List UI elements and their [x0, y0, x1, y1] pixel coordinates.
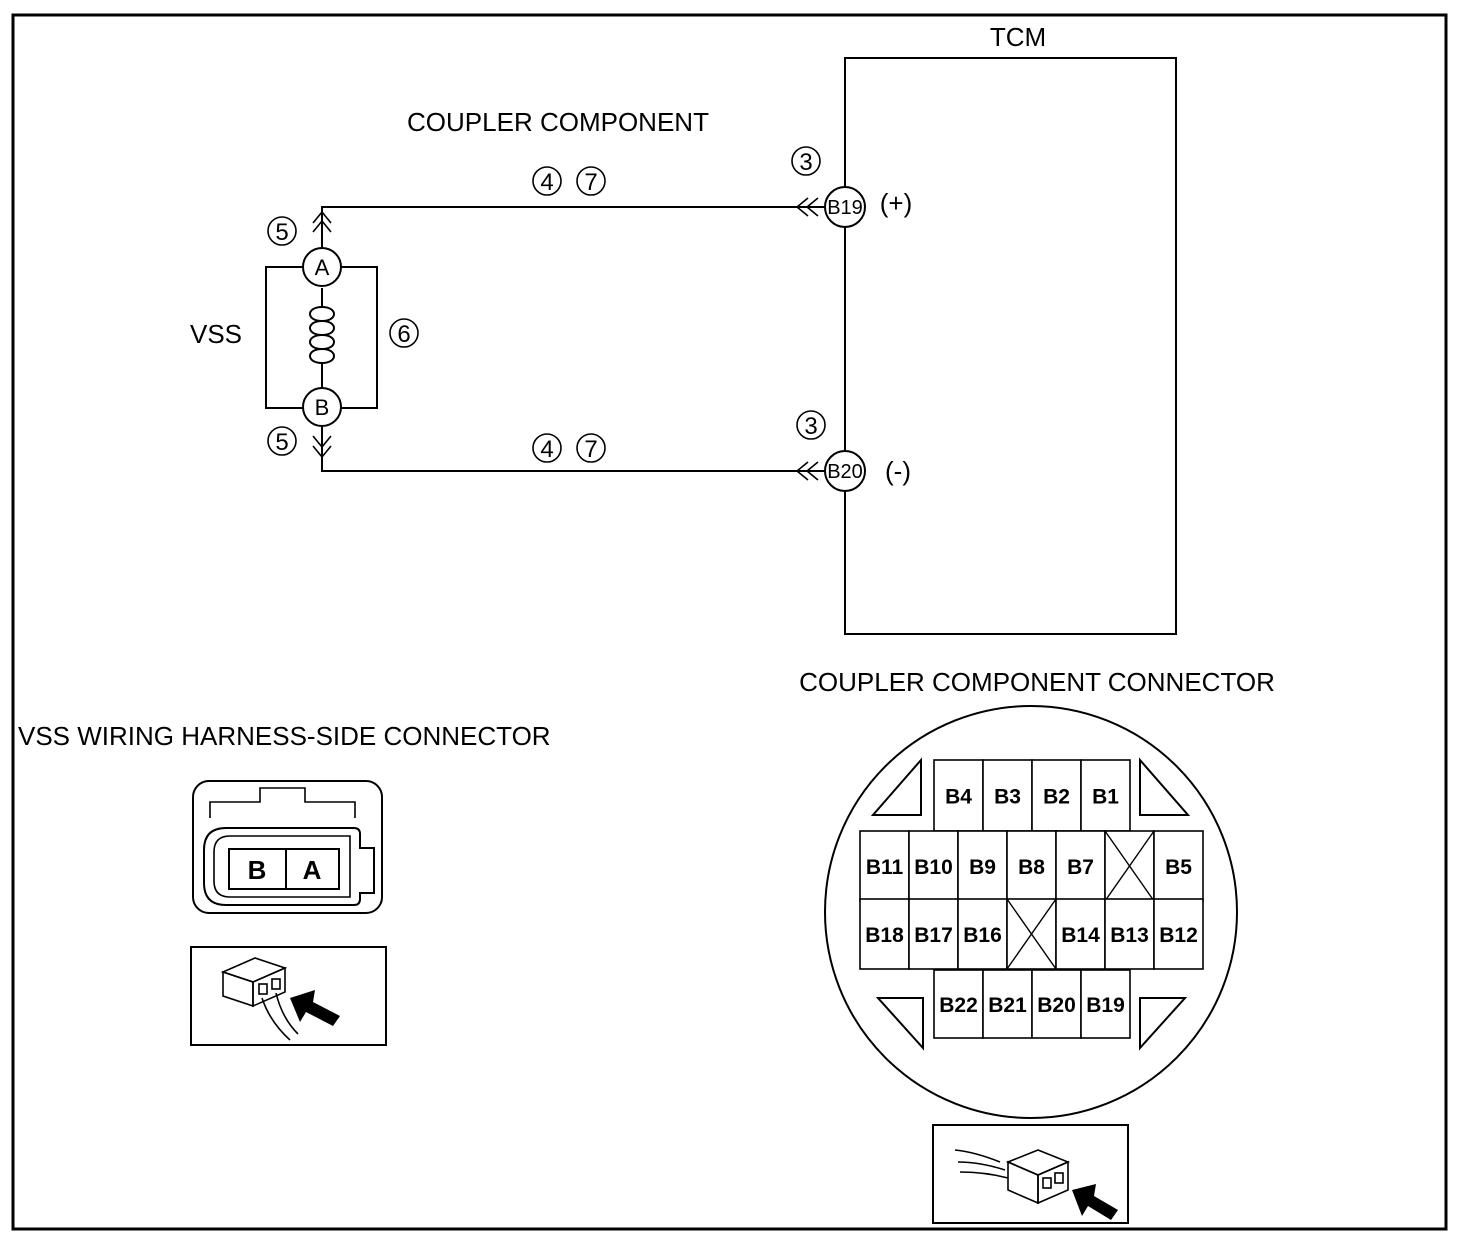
coupler-pin-cell	[1006, 830, 1057, 902]
callout-4-bottom: 4	[532, 433, 562, 463]
callout-4-top: 4	[532, 166, 562, 196]
coupler-pin-cell	[982, 969, 1033, 1039]
callout-5-top: 5	[267, 216, 297, 246]
coupler-pin-label: B13	[1110, 924, 1149, 947]
coupler-pin-label: B7	[1067, 856, 1094, 879]
vss-harness-connector: B A	[192, 780, 383, 914]
coupler-pin-label: B11	[866, 856, 904, 879]
svg-text:3: 3	[799, 149, 812, 176]
vss-sensor: A B VSS	[190, 247, 378, 427]
coupler-pin-cell	[957, 830, 1008, 902]
coupler-pin-label: B2	[1043, 786, 1070, 809]
vss-terminal-a	[302, 247, 342, 287]
coupler-pin-cell	[859, 898, 910, 970]
tcm-label: TCM	[990, 22, 1046, 52]
coupler-pin-label: B8	[1018, 856, 1045, 879]
vss-harness-connector-title: VSS WIRING HARNESS-SIDE CONNECTOR	[18, 721, 551, 751]
coupler-pin-label: B17	[914, 924, 953, 947]
coupler-pin-label: B5	[1165, 856, 1192, 879]
coupler-pin-label: B10	[914, 856, 953, 879]
callout-5-bottom: 5	[267, 426, 297, 456]
tcm-module: TCM	[844, 22, 1177, 635]
callout-6: 6	[389, 318, 419, 348]
coupler-connector-title: COUPLER COMPONENT CONNECTOR	[799, 667, 1275, 697]
svg-text:7: 7	[584, 169, 597, 196]
coupler-pin-cell	[957, 898, 1008, 970]
callout-7-bottom: 7	[576, 433, 606, 463]
vss-pin-b-label: B	[248, 855, 267, 885]
callout-7-top: 7	[576, 166, 606, 196]
coupler-pin-cell	[1153, 898, 1204, 970]
coupler-pin-label: B9	[969, 856, 996, 879]
coupler-pin-cell	[1080, 969, 1131, 1039]
coupler-pin-label: B12	[1159, 924, 1198, 947]
vss-view-box	[190, 946, 387, 1046]
tcm-terminal-b20-label: B20	[827, 461, 863, 483]
connector-view-arrow-icon	[220, 957, 340, 1041]
coupler-pin-cell	[1153, 830, 1204, 902]
coupler-pin-label: B18	[865, 924, 904, 947]
diagram-frame	[11, 13, 1448, 1231]
coupler-pin-cell	[933, 969, 984, 1039]
vss-terminal-a-label: A	[315, 255, 330, 280]
unused-pin-cross	[1006, 898, 1057, 970]
svg-text:6: 6	[397, 321, 410, 348]
coil-icon	[309, 306, 335, 365]
coupler-pin-label: B4	[945, 786, 972, 809]
coupler-view-box	[932, 1124, 1129, 1224]
callout-3-bottom: 3	[796, 410, 826, 440]
coupler-pin-label: B20	[1037, 994, 1076, 1017]
svg-text:3: 3	[804, 413, 817, 440]
connector-view-arrow-icon	[954, 1149, 1118, 1220]
tcm-terminal-b19-label: B19	[827, 197, 863, 219]
coupler-pin-cell	[933, 759, 984, 832]
coupler-pin-label: B1	[1092, 786, 1119, 809]
callout-3-top: 3	[791, 146, 821, 176]
unused-pin-cross	[1104, 830, 1155, 902]
coupler-pin-cell	[1080, 759, 1131, 832]
tcm-terminal-b20	[824, 450, 866, 492]
coupler-pin-label: B14	[1061, 924, 1100, 947]
coupler-pin-label: B21	[988, 994, 1027, 1017]
coupler-pin-cell	[908, 830, 959, 902]
coupler-pin-label: B3	[994, 786, 1021, 809]
coupler-pin-label: B22	[939, 994, 978, 1017]
svg-text:5: 5	[275, 219, 288, 246]
coupler-pin-cell	[908, 898, 959, 970]
tcm-negative-sign: (-)	[885, 456, 911, 486]
svg-text:5: 5	[275, 429, 288, 456]
coupler-pin-label: B19	[1086, 994, 1125, 1017]
vss-label: VSS	[190, 319, 242, 349]
svg-text:4: 4	[540, 169, 553, 196]
coupler-component-label: COUPLER COMPONENT	[407, 107, 709, 137]
coupler-pin-cell	[982, 759, 1033, 832]
tcm-terminal-b19	[824, 186, 866, 228]
vss-pin-a-label: A	[303, 855, 322, 885]
vss-terminal-b-label: B	[315, 395, 330, 420]
coupler-pin-cell	[1031, 969, 1082, 1039]
wire-signal-positive	[312, 197, 826, 250]
svg-text:4: 4	[540, 436, 553, 463]
svg-text:7: 7	[584, 436, 597, 463]
vss-terminal-b	[302, 387, 342, 427]
coupler-pin-label: B16	[963, 924, 1002, 947]
tcm-positive-sign: (+)	[880, 188, 913, 218]
wire-signal-negative	[312, 423, 826, 481]
